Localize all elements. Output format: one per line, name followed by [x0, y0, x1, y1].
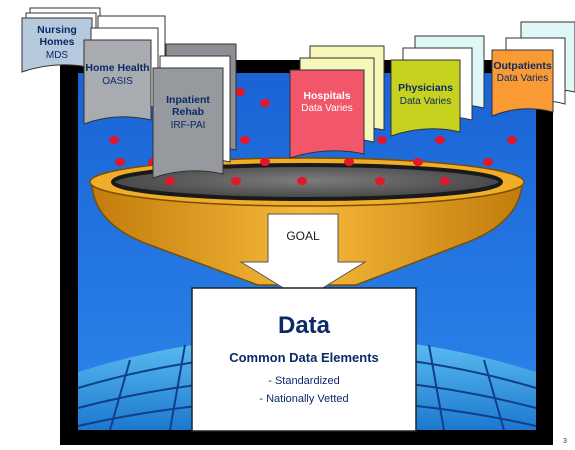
- physicians-document: [390, 35, 485, 137]
- outpatients-document: [491, 21, 575, 117]
- data-subtitle: Common Data Elements: [229, 350, 379, 365]
- bullet-nationally-vetted: - Nationally Vetted: [259, 393, 349, 405]
- home-health-sub: OASIS: [102, 76, 133, 87]
- outpatients-sub: Data Varies: [496, 73, 549, 84]
- page-number: 3: [563, 438, 567, 445]
- outpatients-title: Outpatients: [493, 60, 552, 72]
- hospitals-sub: Data Varies: [301, 103, 353, 114]
- inpatient-rehab-title-line1: Inpatient: [166, 94, 210, 106]
- inpatient-rehab-label: Inpatient Rehab: [153, 94, 223, 118]
- nursing-homes-title-line2: Homes: [39, 36, 75, 48]
- nursing-homes-title-line1: Nursing: [37, 24, 77, 36]
- home-health-title: Home Health: [85, 62, 150, 74]
- goal-label: GOAL: [286, 229, 320, 243]
- inpatient-rehab-title-line2: Rehab: [171, 106, 205, 118]
- funnel: [89, 157, 525, 286]
- nursing-homes-label: Nursing Homes: [22, 24, 92, 48]
- nursing-homes-sub: MDS: [45, 50, 69, 61]
- hospitals-document: [289, 45, 385, 159]
- hospitals-title: Hospitals: [303, 90, 351, 102]
- data-title: Data: [277, 312, 331, 339]
- bullet-standardized: - Standardized: [268, 375, 340, 387]
- data-result-box: [191, 287, 417, 432]
- nursing-homes-document: [21, 7, 101, 73]
- goal-arrow: [239, 213, 367, 301]
- home-health-document: [83, 15, 166, 125]
- physicians-title: Physicians: [398, 82, 453, 94]
- inpatient-rehab-sub: IRF-PAI: [170, 120, 206, 131]
- inpatient-rehab-document: [152, 43, 237, 179]
- physicians-sub: Data Varies: [399, 96, 452, 107]
